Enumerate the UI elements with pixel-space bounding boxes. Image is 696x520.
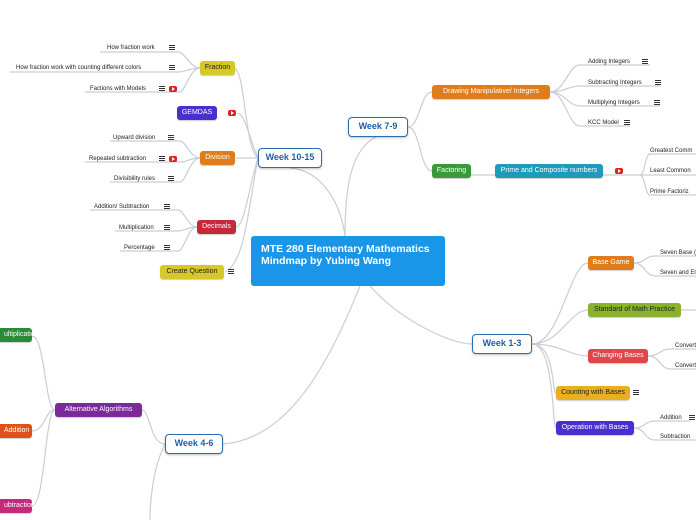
topic-changing-bases[interactable]: Changing Bases: [588, 349, 648, 363]
topic-alternative-algorithms[interactable]: Alternative Algorithms: [55, 403, 142, 417]
topic-create-question[interactable]: Create Question: [160, 265, 224, 279]
week-1-3-node[interactable]: Week 1-3: [472, 334, 532, 354]
note-icon[interactable]: [159, 86, 165, 91]
leaf-least-common[interactable]: Least Common: [650, 168, 691, 174]
note-icon[interactable]: [633, 390, 639, 395]
note-icon[interactable]: [228, 269, 234, 274]
leaf-upward-division[interactable]: Upward division: [113, 135, 156, 141]
note-icon[interactable]: [159, 156, 165, 161]
topic-fraction[interactable]: Fraction: [200, 61, 235, 75]
central-topic[interactable]: MTE 280 Elementary Mathematics Mindmap b…: [251, 236, 445, 286]
note-icon[interactable]: [164, 204, 170, 209]
leaf-convert-2[interactable]: Convert: [675, 363, 696, 369]
note-icon[interactable]: [168, 176, 174, 181]
topic-alt-multiplication[interactable]: ultiplication: [0, 328, 39, 342]
leaf-seven-and-eleven[interactable]: Seven and El: [660, 270, 696, 276]
week-7-9-node[interactable]: Week 7-9: [348, 117, 408, 137]
topic-division[interactable]: Division: [200, 151, 235, 165]
leaf-op-subtraction[interactable]: Subtraction: [660, 434, 691, 440]
note-icon[interactable]: [169, 45, 175, 50]
topic-decimals[interactable]: Decimals: [197, 220, 236, 234]
topic-counting-with-bases[interactable]: Counting with Bases: [556, 386, 630, 400]
topic-operation-with-bases[interactable]: Operation with Bases: [556, 421, 634, 435]
leaf-repeated-subtraction[interactable]: Repeated subtraction: [89, 156, 147, 162]
leaf-addition-subtraction[interactable]: Addition/ Subtraction: [94, 204, 150, 210]
leaf-multiplying-integers[interactable]: Multiplying Integers: [588, 100, 640, 106]
leaf-percentage[interactable]: Percentage: [124, 245, 155, 251]
leaf-convert-1[interactable]: Convert: [675, 343, 696, 349]
week-4-6-node[interactable]: Week 4-6: [165, 434, 223, 454]
note-icon[interactable]: [642, 59, 648, 64]
topic-prime-composite[interactable]: Prime and Composite numbers: [495, 164, 603, 178]
leaf-greatest-common[interactable]: Greatest Comm: [650, 148, 693, 154]
leaf-kcc-model[interactable]: KCC Model: [588, 120, 619, 126]
leaf-prime-factorization[interactable]: Prime Factoriz: [650, 189, 689, 195]
note-icon[interactable]: [654, 100, 660, 105]
note-icon[interactable]: [689, 415, 695, 420]
leaf-subtracting-integers[interactable]: Subtracting Integers: [588, 80, 642, 86]
note-icon[interactable]: [624, 120, 630, 125]
note-icon[interactable]: [169, 65, 175, 70]
video-icon[interactable]: [169, 86, 177, 92]
video-icon[interactable]: [228, 110, 236, 116]
leaf-adding-integers[interactable]: Adding Integers: [588, 59, 631, 65]
topic-alt-subtraction[interactable]: ubtraction: [0, 499, 35, 513]
topic-gemdas[interactable]: GEMDAS: [177, 106, 217, 120]
leaf-fractions-with-models[interactable]: Factions with Models: [90, 86, 147, 92]
topic-alt-addition[interactable]: Addition: [0, 424, 32, 438]
topic-base-game[interactable]: Base Game: [588, 256, 634, 270]
note-icon[interactable]: [164, 245, 170, 250]
topic-standard-math-practice[interactable]: Standard of Math Practice: [588, 303, 681, 317]
note-icon[interactable]: [655, 80, 661, 85]
leaf-how-fraction-work[interactable]: How fraction work: [107, 45, 155, 51]
topic-drawing-manipulative[interactable]: Drawing Manipulative/ Integers: [432, 85, 550, 99]
leaf-fraction-colors[interactable]: How fraction work with counting differen…: [16, 65, 142, 71]
note-icon[interactable]: [168, 135, 174, 140]
leaf-op-addition[interactable]: Addition: [660, 415, 682, 421]
leaf-seven-base[interactable]: Seven Base (: [660, 250, 696, 256]
topic-factoring[interactable]: Factoring: [432, 164, 471, 178]
leaf-multiplication[interactable]: Multiplication: [119, 225, 154, 231]
leaf-divisibility-rules[interactable]: Divisibility rules: [114, 176, 156, 182]
note-icon[interactable]: [164, 225, 170, 230]
video-icon[interactable]: [615, 168, 623, 174]
week-10-15-node[interactable]: Week 10-15: [258, 148, 322, 168]
video-icon[interactable]: [169, 156, 177, 162]
